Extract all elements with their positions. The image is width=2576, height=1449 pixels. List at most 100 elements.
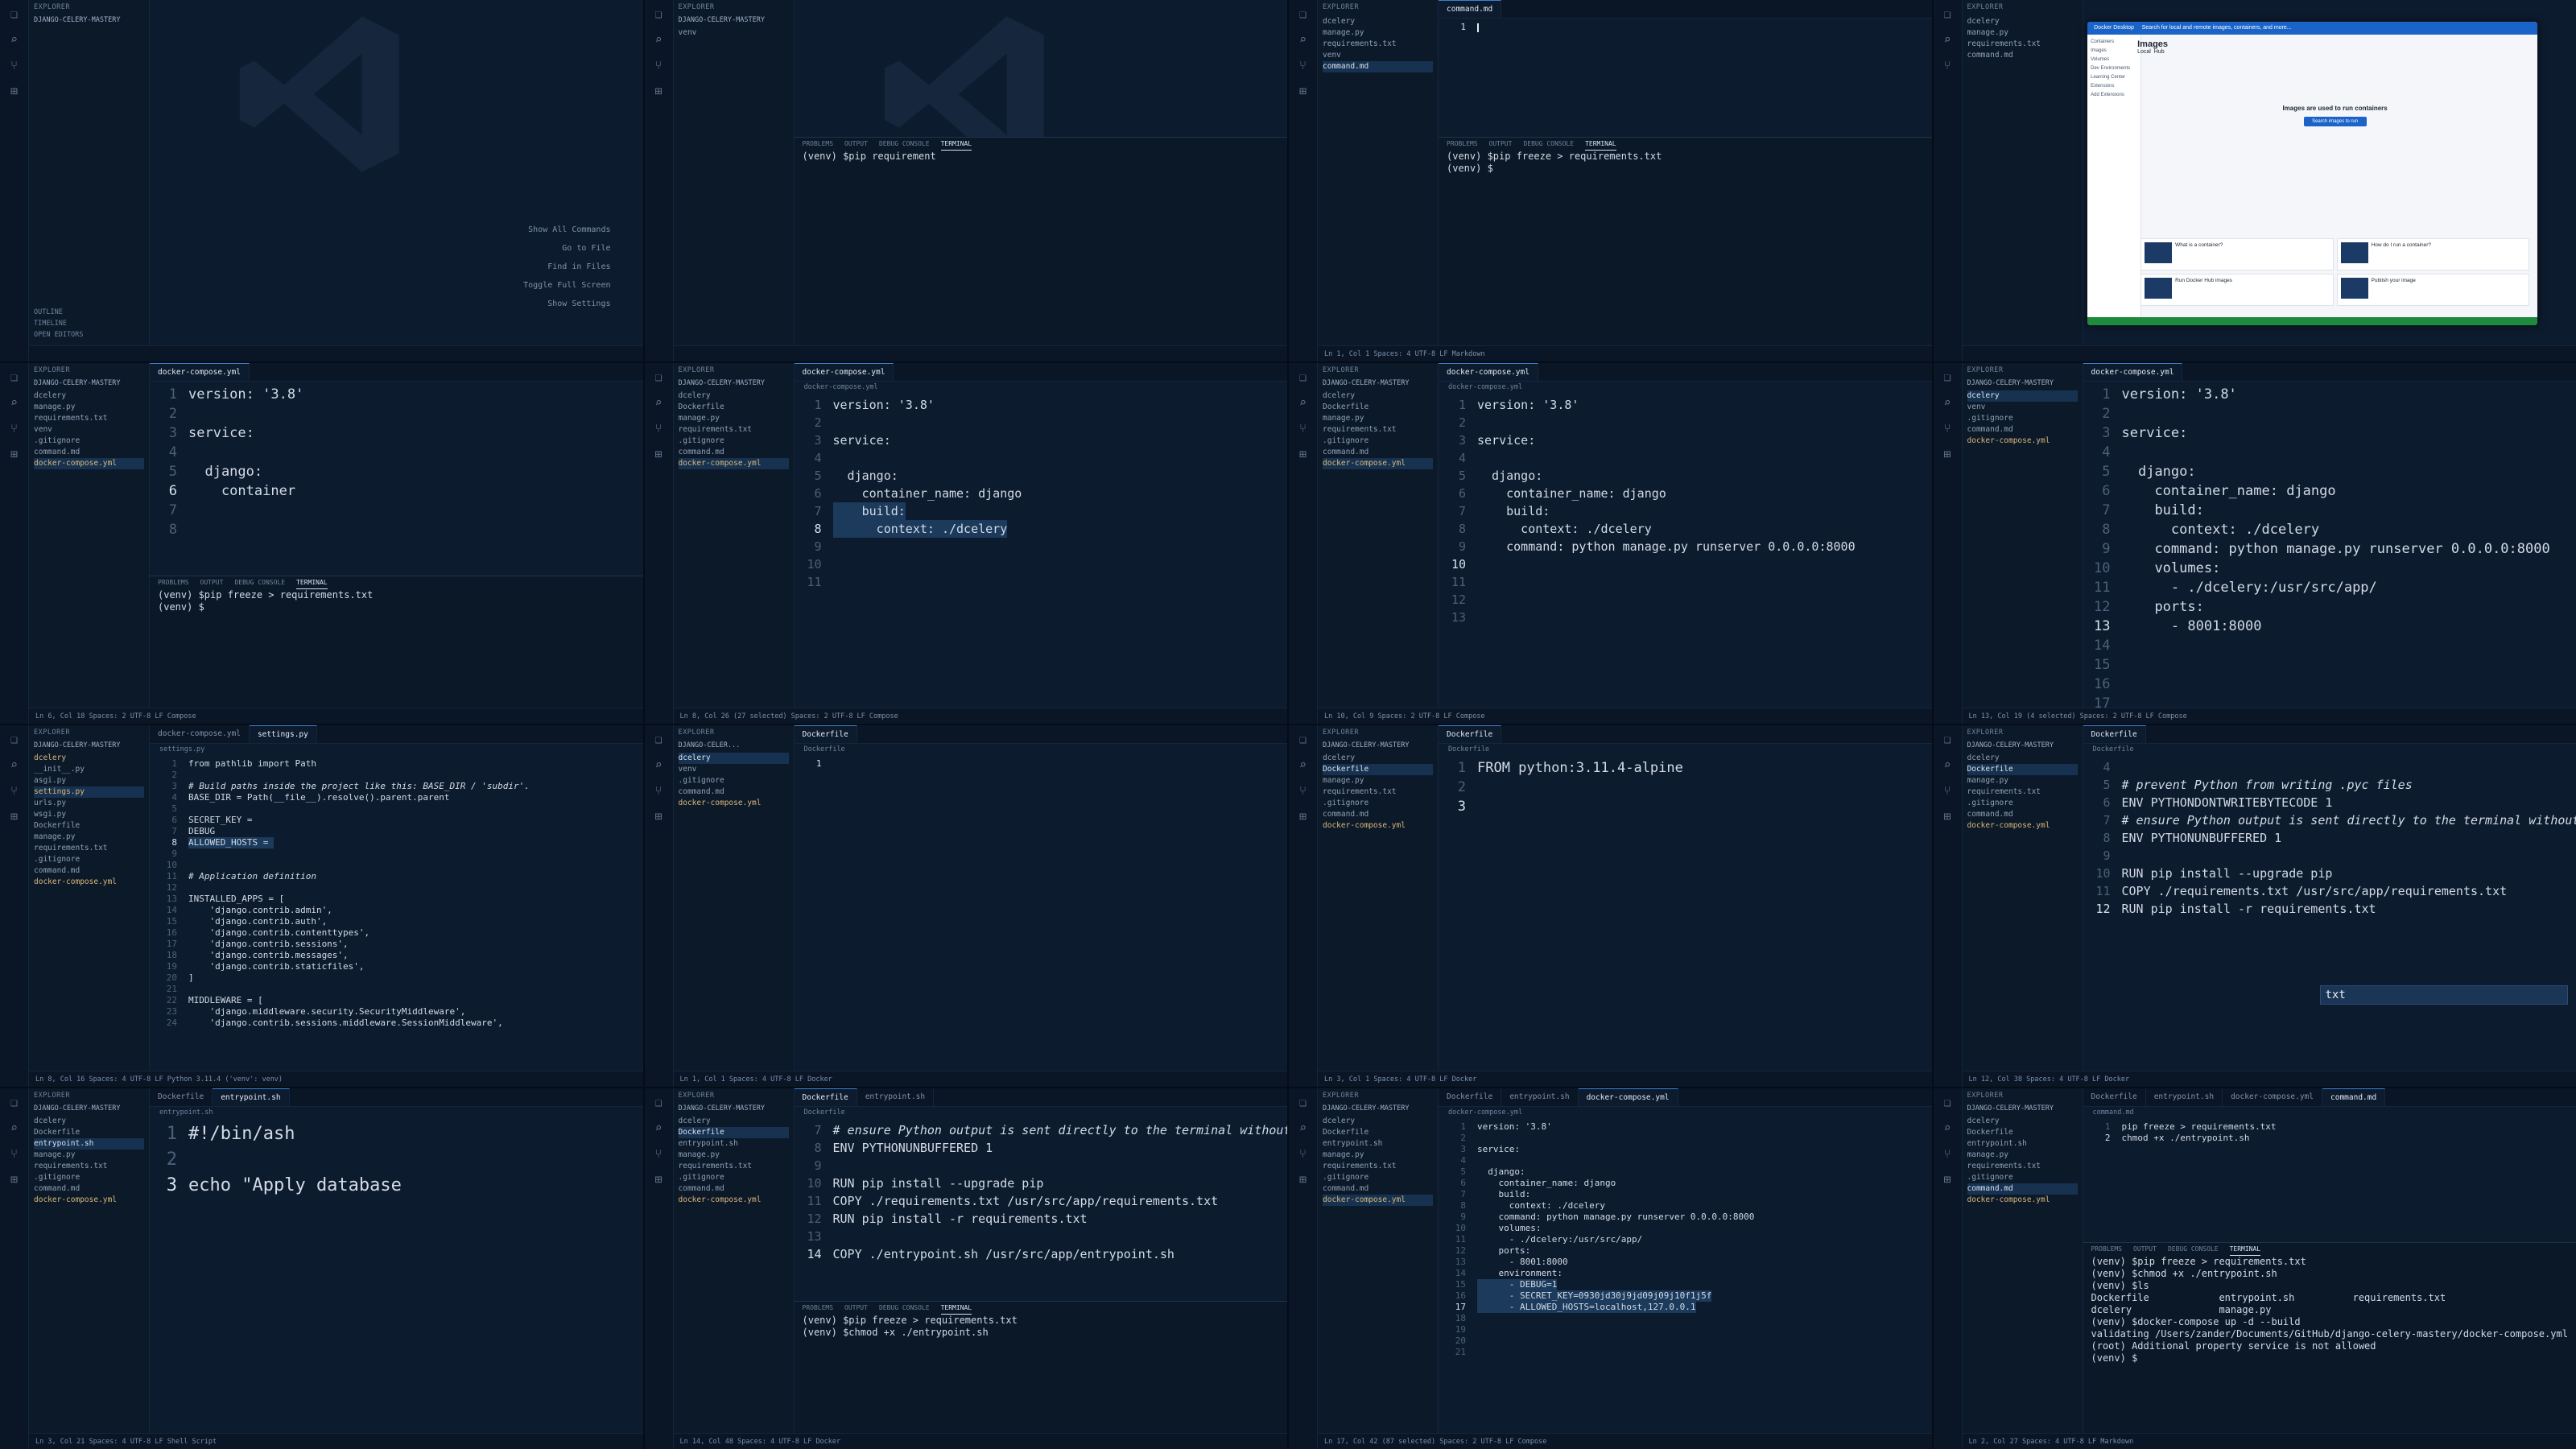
project-name[interactable]: DJANGO-CELER... [678, 741, 741, 749]
file-venv[interactable]: venv [1967, 402, 1986, 411]
file-requirements[interactable]: requirements.txt [1967, 39, 2041, 48]
toggle-full-screen[interactable]: Toggle Full Screen [523, 280, 611, 290]
file-dockerfile[interactable]: Dockerfile [1967, 1127, 2013, 1137]
folder-dcelery[interactable]: dcelery [34, 1116, 67, 1125]
file-manage[interactable]: manage.py [34, 832, 76, 841]
tab-command-md[interactable]: command.md [2322, 1088, 2386, 1106]
show-all-commands[interactable]: Show All Commands [528, 225, 611, 234]
file-gitignore[interactable]: .gitignore [34, 1172, 80, 1182]
file-requirements[interactable]: requirements.txt [34, 1161, 108, 1170]
source-control-icon[interactable]: ⑂ [10, 58, 18, 72]
source-control-icon[interactable]: ⑂ [1943, 420, 1951, 436]
extensions-icon[interactable]: ⊞ [1298, 84, 1307, 98]
file-command[interactable]: command.md [1967, 51, 2013, 60]
file-dockerfile[interactable]: Dockerfile [1323, 764, 1433, 775]
folder-dcelery[interactable]: dcelery [34, 390, 67, 400]
files-icon[interactable]: ❏ [1298, 369, 1307, 384]
terminal-panel[interactable]: PROBLEMS OUTPUT DEBUG CONSOLE TERMINAL (… [794, 137, 1287, 345]
source-control-icon[interactable]: ⑂ [10, 420, 18, 436]
docker-nav-volumes[interactable]: Volumes [2091, 56, 2110, 62]
file-command[interactable]: command.md [34, 866, 80, 875]
file-compose[interactable]: docker-compose.yml [678, 1195, 762, 1204]
file-requirements[interactable]: requirements.txt [1323, 787, 1397, 796]
extensions-icon[interactable]: ⊞ [10, 446, 19, 461]
terminal-panel[interactable]: PROBLEMS OUTPUT DEBUG CONSOLE TERMINAL (… [1439, 137, 1932, 345]
files-icon[interactable]: ❏ [1298, 6, 1307, 21]
docker-search-button[interactable]: Search images to run [2303, 116, 2367, 126]
tab-entrypoint[interactable]: entrypoint.sh [1501, 1088, 1579, 1106]
files-icon[interactable]: ❏ [654, 369, 663, 384]
folder-dcelery[interactable]: dcelery [1323, 753, 1356, 762]
file-compose[interactable]: docker-compose.yml [1323, 457, 1433, 469]
file-requirements[interactable]: requirements.txt [1323, 1161, 1397, 1170]
files-icon[interactable]: ❏ [654, 1094, 663, 1109]
tab-command-md[interactable]: command.md [1439, 0, 1502, 18]
file-requirements[interactable]: requirements.txt [34, 413, 108, 423]
terminal-panel[interactable]: PROBLEMS OUTPUT DEBUG CONSOLE TERMINAL (… [2083, 1242, 2576, 1433]
file-manage[interactable]: manage.py [1323, 413, 1364, 423]
file-entrypoint[interactable]: entrypoint.sh [34, 1137, 144, 1150]
tab-settings[interactable]: settings.py [249, 725, 317, 743]
file-requirements[interactable]: requirements.txt [1967, 1161, 2041, 1170]
file-gitignore[interactable]: .gitignore [1967, 413, 2013, 423]
file-manage[interactable]: manage.py [1323, 28, 1364, 37]
project-name[interactable]: DJANGO-CELERY-MASTERY [1323, 378, 1410, 387]
tab-output[interactable]: OUTPUT [1488, 140, 1513, 148]
tab-terminal[interactable]: TERMINAL [940, 138, 972, 151]
file-venv[interactable]: venv [678, 765, 697, 774]
tab-problems[interactable]: PROBLEMS [802, 1304, 834, 1312]
file-dockerfile[interactable]: Dockerfile [1323, 402, 1369, 411]
extensions-icon[interactable]: ⊞ [1943, 446, 1951, 461]
search-icon[interactable]: ⌕ [1298, 1120, 1307, 1135]
file-command[interactable]: command.md [678, 447, 724, 456]
file-compose[interactable]: docker-compose.yml [678, 799, 762, 807]
extensions-icon[interactable]: ⊞ [1298, 1171, 1307, 1187]
extensions-icon[interactable]: ⊞ [654, 84, 663, 98]
project-name[interactable]: DJANGO-CELERY-MASTERY [34, 378, 121, 387]
files-icon[interactable]: ❏ [10, 1094, 19, 1109]
docker-card[interactable]: How do I run a container? [2336, 237, 2530, 270]
docker-nav-dev-env[interactable]: Dev Environments [2091, 65, 2131, 71]
search-icon[interactable]: ⌕ [1943, 1120, 1951, 1135]
folder-dcelery[interactable]: dcelery [678, 1116, 711, 1125]
file-requirements[interactable]: requirements.txt [1323, 39, 1397, 48]
file-entrypoint[interactable]: entrypoint.sh [1323, 1138, 1383, 1148]
file-command[interactable]: command.md [1967, 810, 2013, 819]
search-icon[interactable]: ⌕ [654, 758, 663, 772]
file-dockerfile[interactable]: Dockerfile [34, 1127, 80, 1137]
tab-compose[interactable]: docker-compose.yml [2083, 362, 2183, 381]
files-icon[interactable]: ❏ [654, 6, 663, 21]
tab-dockerfile[interactable]: Dockerfile [2083, 1088, 2146, 1106]
search-icon[interactable]: ⌕ [654, 394, 663, 410]
extensions-icon[interactable]: ⊞ [1943, 809, 1951, 824]
file-requirements[interactable]: requirements.txt [1967, 787, 2041, 796]
file-gitignore[interactable]: .gitignore [34, 436, 80, 445]
docker-tab-local[interactable]: Local [2137, 48, 2151, 55]
file-command[interactable]: command.md [678, 1183, 724, 1193]
file-asgi[interactable]: asgi.py [34, 776, 67, 785]
code-editor[interactable]: 4 5# prevent Python from writing .pyc fi… [2083, 755, 2576, 1071]
extensions-icon[interactable]: ⊞ [10, 1171, 19, 1187]
files-icon[interactable]: ❏ [1298, 1094, 1307, 1109]
extensions-icon[interactable]: ⊞ [10, 809, 19, 824]
file-requirements[interactable]: requirements.txt [34, 844, 108, 852]
file-gitignore[interactable]: .gitignore [1323, 799, 1369, 807]
file-entrypoint[interactable]: entrypoint.sh [1967, 1138, 2027, 1148]
tab-compose[interactable]: docker-compose.yml [2223, 1088, 2323, 1106]
file-compose[interactable]: docker-compose.yml [1323, 1194, 1433, 1206]
docker-tab-hub[interactable]: Hub [2153, 48, 2165, 55]
tab-debug-console[interactable]: DEBUG CONSOLE [234, 579, 286, 587]
tab-dockerfile[interactable]: Dockerfile [150, 1088, 213, 1106]
tab-dockerfile[interactable]: Dockerfile [2083, 725, 2146, 743]
source-control-icon[interactable]: ⑂ [654, 783, 663, 798]
docker-card[interactable]: What is a container? [2140, 237, 2334, 270]
file-command[interactable]: command.md [1967, 424, 2013, 434]
source-control-icon[interactable]: ⑂ [10, 1146, 18, 1161]
tab-entrypoint[interactable]: entrypoint.sh [213, 1088, 290, 1106]
tab-problems[interactable]: PROBLEMS [2091, 1245, 2123, 1253]
file-compose[interactable]: docker-compose.yml [34, 457, 144, 469]
